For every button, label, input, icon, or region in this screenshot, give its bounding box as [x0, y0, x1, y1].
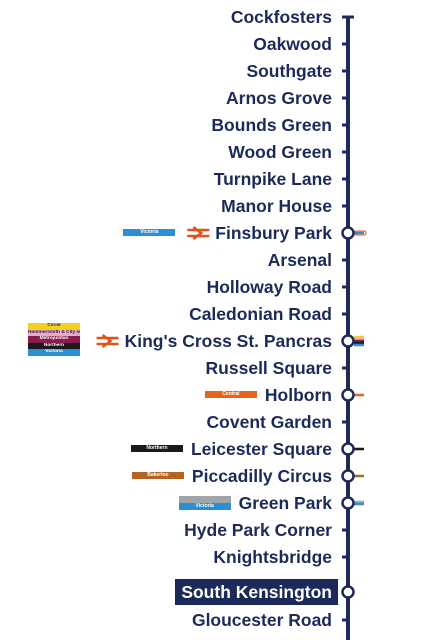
line-badge-bakerloo: Bakerloo [131, 472, 184, 479]
station-knightsbridge-name: Knightsbridge [213, 547, 332, 567]
line-badge-victoria: Victoria [178, 502, 231, 510]
station-south-kensington-name: South Kensington [175, 579, 338, 605]
station-bounds-green-name: Bounds Green [211, 115, 332, 135]
station-oakwood-name: Oakwood [253, 34, 332, 54]
station-piccadilly-circus-interchange-circle [341, 469, 355, 483]
station-finsbury-park-national-rail-icon [187, 226, 210, 240]
station-finsbury-park-name: Finsbury Park [215, 223, 332, 243]
station-green-park-name: Green Park [238, 493, 332, 513]
station-manor-house-name: Manor House [221, 196, 332, 216]
station-leicester-square-name: Leicester Square [190, 439, 332, 459]
line-badge-victoria: Victoria [123, 229, 176, 236]
line-badge-metropolitan: Metropolitan [28, 336, 80, 343]
station-king-s-cross-st-pancras-interchange-circle [341, 334, 355, 348]
station-turnpike-lane-name: Turnpike Lane [213, 169, 332, 189]
station-covent-garden-name: Covent Garden [206, 412, 332, 432]
station-hyde-park-corner-name: Hyde Park Corner [184, 520, 332, 540]
station-gloucester-road-name: Gloucester Road [191, 610, 332, 630]
station-arnos-grove-name: Arnos Grove [226, 88, 332, 108]
station-finsbury-park-interchange-circle [341, 226, 355, 240]
station-king-s-cross-st-pancras-national-rail-icon [96, 334, 119, 348]
station-holborn-name: Holborn [264, 385, 332, 405]
station-wood-green-name: Wood Green [228, 142, 332, 162]
station-cockfosters-name: Cockfosters [230, 7, 332, 27]
station-holloway-road-name: Holloway Road [206, 277, 332, 297]
station-green-park-interchange-circle [341, 496, 355, 510]
line-badge-northern: Northern [130, 445, 183, 452]
line-badge-victoria: Victoria [28, 349, 80, 356]
station-southgate-name: Southgate [246, 61, 332, 81]
line-badge-hammersmith_city: Hammersmith & City line [28, 329, 80, 336]
station-holborn-interchange-circle [341, 388, 355, 402]
station-leicester-square-interchange-circle [341, 442, 355, 456]
station-piccadilly-circus-name: Piccadilly Circus [191, 466, 332, 486]
station-caledonian-road-name: Caledonian Road [189, 304, 332, 324]
station-russell-square-name: Russell Square [205, 358, 332, 378]
station-arsenal-name: Arsenal [267, 250, 332, 270]
station-king-s-cross-st-pancras-name: King's Cross St. Pancras [124, 331, 332, 351]
line-badge-northern: Northern [28, 342, 80, 349]
station-south-kensington-interchange-circle [341, 585, 355, 599]
line-badge-central: Central [204, 391, 257, 398]
line-badge-jubilee [178, 495, 231, 503]
line-badge-circle: Circle [28, 323, 80, 330]
